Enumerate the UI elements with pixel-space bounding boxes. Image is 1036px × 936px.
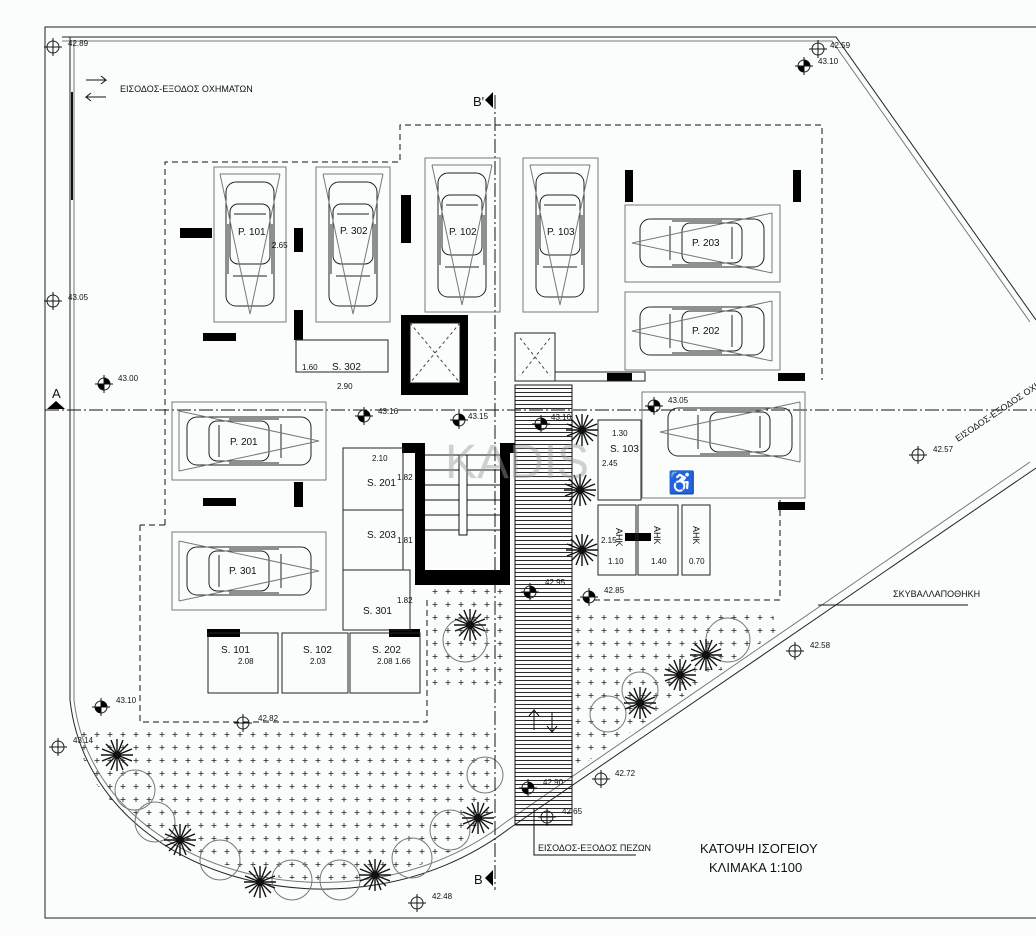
meter-label: ΑΗΚ	[614, 528, 624, 547]
level-value: 42.85	[604, 586, 625, 595]
section-label-b-prime: B'	[473, 94, 484, 109]
storage-rooms	[207, 419, 711, 694]
storage-label: S. 102	[303, 645, 332, 656]
parking-label: P. 301	[229, 566, 257, 577]
garden-courtyard	[427, 587, 510, 692]
level-value: 42.48	[432, 892, 453, 901]
parking-label: P. 103	[547, 227, 575, 238]
watermark-logo: KADIS	[445, 436, 589, 489]
level-value: 43.16	[378, 407, 399, 416]
dimension: 1.40	[651, 557, 667, 566]
vehicle-entrance-label-east: ΕΙΣΟΔΟΣ-ΕΞΟΔΟΣ ΟΧΗΜΑΤΩΝ	[954, 361, 1036, 444]
parking-label: P. 102	[449, 227, 477, 238]
storage-label: S. 301	[363, 606, 392, 617]
dimension: 2.45	[602, 459, 618, 468]
parking-label: P. 101	[238, 227, 266, 238]
level-value: 42.59	[830, 41, 851, 50]
dimension: 1.30	[612, 429, 628, 438]
level-value: 42.65	[562, 807, 583, 816]
parking-label: P. 201	[230, 437, 258, 448]
pedestrian-entrance-label: ΕΙΣΟΔΟΣ-ΕΞΟΔΟΣ ΠΕΖΩΝ	[538, 843, 651, 853]
drawing-frame	[44, 26, 1036, 919]
parking-label: P. 302	[340, 226, 368, 237]
storage-label: S. 202	[372, 645, 401, 656]
level-value: 43.05	[668, 396, 689, 405]
accessible-parking-icon: ♿	[668, 470, 695, 495]
storage-label: S. 101	[221, 645, 250, 656]
lift-core	[295, 315, 646, 395]
storage-label: S. 203	[367, 530, 396, 541]
level-value: 43.14	[73, 736, 94, 745]
dimension: 1.82	[397, 596, 413, 605]
dimension: 2.90	[337, 382, 353, 391]
level-value: 43.00	[118, 374, 139, 383]
storage-label: S. 201	[367, 478, 396, 489]
level-value: 43.10	[551, 413, 572, 422]
dimension: 0.70	[689, 557, 705, 566]
dimension: 2.08	[238, 657, 254, 666]
section-label-a: A	[52, 386, 61, 401]
meter-label: ΑΗΚ	[691, 526, 701, 545]
ramp	[514, 384, 573, 826]
storage-label: S. 302	[332, 362, 361, 373]
level-value: 43.10	[116, 696, 137, 705]
dimension: 1.81	[397, 536, 413, 545]
garbage-room-label: ΣΚΥΒΑΛΛΑΠΟΘΗΚΗ	[893, 589, 980, 599]
level-value: 42.58	[810, 641, 831, 650]
storage-label: S. 103	[610, 444, 639, 455]
dimension: 2.03	[310, 657, 326, 666]
parking-bays	[171, 157, 806, 611]
level-value: 42.90	[543, 778, 564, 787]
building-outline	[164, 124, 823, 525]
level-value: 43.15	[468, 412, 489, 421]
dimension: 1.60	[302, 363, 318, 372]
level-value: 42.82	[258, 714, 279, 723]
level-value: 42.95	[545, 578, 566, 587]
level-value: 43.10	[818, 57, 839, 66]
vehicle-entry-arrows-icon	[84, 75, 108, 102]
level-value: 42.57	[933, 445, 954, 454]
dimension: 1.10	[608, 557, 624, 566]
dimension: 2.10	[372, 454, 388, 463]
parking-label: P. 202	[692, 326, 720, 337]
vehicle-entrance-label: ΕΙΣΟΔΟΣ-ΕΞΟΔΟΣ ΟΧΗΜΑΤΩΝ	[120, 84, 253, 94]
ramp-direction-icon	[528, 708, 558, 734]
dimension: 2.15	[601, 536, 617, 545]
level-value: 43.05	[68, 293, 89, 302]
dimension: 2.08	[377, 657, 393, 666]
level-value: 42.72	[615, 769, 636, 778]
section-label-b: B	[474, 872, 483, 887]
stair-core	[402, 443, 515, 585]
dimension: 1.82	[397, 473, 413, 482]
level-value: 42.89	[68, 39, 89, 48]
parking-label: P. 203	[692, 238, 720, 249]
meter-label: ΑΗΚ	[652, 526, 662, 545]
drawing-title: ΚΑΤΟΨΗ ΙΣΟΓΕΙΟΥ	[700, 841, 818, 856]
trees	[114, 617, 751, 901]
dimension: 1.66	[395, 657, 411, 666]
dimension: 2.65	[272, 241, 288, 250]
garden-east	[575, 610, 780, 770]
drawing-scale: ΚΛΙΜΑΚΑ 1:100	[709, 860, 802, 875]
